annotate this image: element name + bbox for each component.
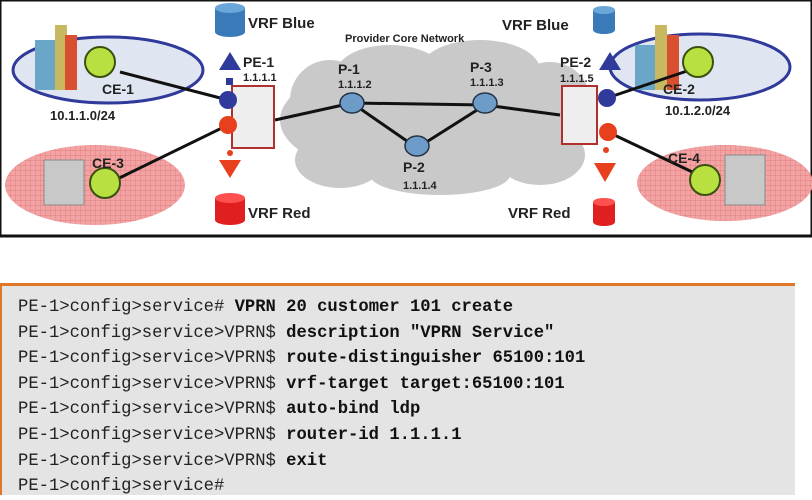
ce2-subnet: 10.1.2.0/24 bbox=[665, 103, 731, 118]
pe2-ip: 1.1.1.5 bbox=[560, 73, 594, 85]
cli-command: VPRN 20 customer 101 create bbox=[234, 298, 514, 317]
ce4-router-icon bbox=[689, 164, 721, 196]
ce1-subnet: 10.1.1.0/24 bbox=[50, 108, 116, 123]
cli-line: PE-1>config>service>VPRN$ router-id 1.1.… bbox=[18, 423, 795, 449]
cli-prompt: PE-1>config>service>VPRN$ bbox=[18, 425, 287, 445]
vprn-network-diagram: Provider Core Network bbox=[0, 0, 812, 238]
cli-prompt: PE-1>config>service>VPRN$ bbox=[18, 323, 287, 343]
pe1-ip: 1.1.1.1 bbox=[243, 72, 277, 84]
ce2-router-icon bbox=[682, 46, 714, 78]
ce4-label: CE-4 bbox=[668, 150, 700, 166]
cli-prompt: PE-1>config>service# bbox=[18, 298, 235, 317]
pe1-router-chassis-icon bbox=[231, 85, 275, 149]
ce3-label: CE-3 bbox=[92, 155, 124, 171]
ce3-router-icon bbox=[89, 167, 121, 199]
vrf-red-label: VRF Red bbox=[508, 205, 571, 222]
building-icon bbox=[35, 25, 766, 206]
cli-line: PE-1>config>service>VPRN$ auto-bind ldp bbox=[18, 397, 795, 423]
cli-prompt: PE-1>config>service>VPRN$ bbox=[18, 374, 287, 394]
cli-command: exit bbox=[286, 451, 328, 471]
cli-prompt: PE-1>config>service>VPRN$ bbox=[18, 349, 287, 369]
p2-label: P-2 bbox=[403, 159, 425, 175]
vrf-red-db-icon bbox=[215, 193, 245, 225]
vrf-blue-label: VRF Blue bbox=[502, 17, 569, 34]
cli-config-box: PE-1>config>service# VPRN 20 customer 10… bbox=[0, 283, 795, 496]
ce2-label: CE-2 bbox=[663, 81, 695, 97]
p3-label: P-3 bbox=[470, 59, 492, 75]
vrf-blue-label: VRF Blue bbox=[248, 15, 315, 32]
cli-command: auto-bind ldp bbox=[286, 400, 421, 420]
cli-line: PE-1>config>service>VPRN$ route-distingu… bbox=[18, 346, 795, 372]
cli-line: PE-1>config>service>VPRN$ description "V… bbox=[18, 321, 795, 347]
cli-command: router-id 1.1.1.1 bbox=[286, 425, 462, 445]
p3-ip: 1.1.1.3 bbox=[470, 77, 504, 89]
vrf-blue-db-icon bbox=[215, 3, 245, 37]
core-network-label: Provider Core Network bbox=[345, 33, 465, 45]
cli-line: PE-1>config>service>VPRN$ vrf-target tar… bbox=[18, 372, 795, 398]
ce1-label: CE-1 bbox=[102, 81, 134, 97]
cli-prompt: PE-1>config>service>VPRN$ bbox=[18, 451, 287, 471]
vrf-red-db-icon bbox=[593, 198, 615, 226]
cli-line: PE-1>config>service# VPRN 20 customer 10… bbox=[18, 295, 795, 321]
p3-router-icon bbox=[472, 92, 498, 114]
pe1-label: PE-1 bbox=[243, 54, 274, 70]
pe2-router-chassis-icon bbox=[561, 85, 598, 145]
provider-core-cloud bbox=[280, 40, 590, 195]
cli-prompt: PE-1>config>service>VPRN$ bbox=[18, 400, 287, 420]
cli-line: PE-1>config>service>VPRN$ exit bbox=[18, 449, 795, 475]
cli-prompt: PE-1>config>service# bbox=[18, 477, 225, 497]
p1-label: P-1 bbox=[338, 61, 360, 77]
cli-command: vrf-target target:65100:101 bbox=[286, 374, 565, 394]
cli-command: description "VPRN Service" bbox=[286, 323, 555, 343]
p2-ip: 1.1.1.4 bbox=[403, 180, 438, 192]
vrf-red-label: VRF Red bbox=[248, 205, 311, 222]
pe2-label: PE-2 bbox=[560, 54, 591, 70]
ce1-router-icon bbox=[84, 46, 116, 78]
cli-line: PE-1>config>service# bbox=[18, 474, 795, 500]
vrf-markers bbox=[219, 52, 621, 182]
p2-router-icon bbox=[404, 135, 430, 157]
p1-ip: 1.1.1.2 bbox=[338, 79, 372, 91]
p1-router-icon bbox=[339, 92, 365, 114]
vrf-blue-db-icon bbox=[593, 6, 615, 34]
links bbox=[104, 68, 706, 187]
cli-command: route-distinguisher 65100:101 bbox=[286, 349, 586, 369]
